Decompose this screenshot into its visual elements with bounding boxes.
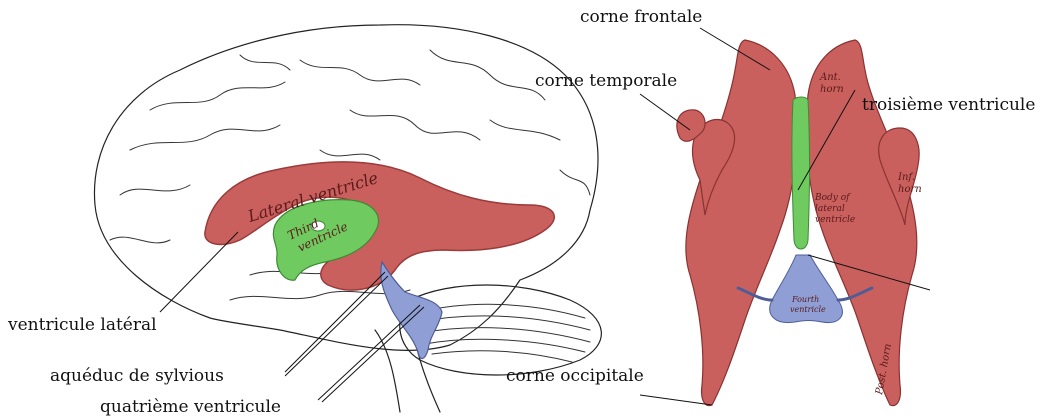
label-quatrieme-ventricule: quatrième ventricule xyxy=(100,397,281,417)
label-aqueduc: aquéduc de sylvious xyxy=(50,366,224,386)
third-ventricle-cast xyxy=(792,97,810,249)
cerebellum-folia xyxy=(418,304,590,362)
engraved-body-3: ventricle xyxy=(815,215,855,225)
leader-aqueduc-2 xyxy=(285,276,388,376)
label-troisieme-ventricule: troisième ventricule xyxy=(862,95,1035,115)
fourth-ventricle-shape xyxy=(381,262,442,359)
engraved-inf-horn-1: Inf. xyxy=(897,172,915,183)
engraved-inf-horn-2: horn xyxy=(898,184,922,195)
label-corne-occipitale: corne occipitale xyxy=(506,366,644,386)
engraved-body-2: lateral xyxy=(815,204,845,214)
engraved-ant-horn-1: Ant. xyxy=(819,72,841,83)
brain-lateral-view: Lateral ventricle Third ventricle xyxy=(94,25,601,412)
leader-corne-occipitale xyxy=(640,395,712,405)
engraved-body-1: Body of xyxy=(814,193,851,203)
leader-quatrieme-ventricule-2 xyxy=(322,307,424,402)
left-lateral-ventricle-cast xyxy=(686,40,797,406)
leader-ventricule-lateral xyxy=(160,232,238,312)
leader-corne-temporale xyxy=(640,94,690,130)
label-ventricule-lateral: ventricule latéral xyxy=(7,315,157,335)
label-corne-temporale: corne temporale xyxy=(535,71,677,91)
engraved-fourth-1: Fourth xyxy=(791,295,819,304)
leader-quatrieme-ventricule-1 xyxy=(318,305,420,400)
label-corne-frontale: corne frontale xyxy=(580,7,702,27)
engraved-fourth-2: ventricle xyxy=(790,305,826,314)
engraved-ant-horn-2: horn xyxy=(820,84,844,95)
lateral-ventricle-shape xyxy=(205,162,554,290)
